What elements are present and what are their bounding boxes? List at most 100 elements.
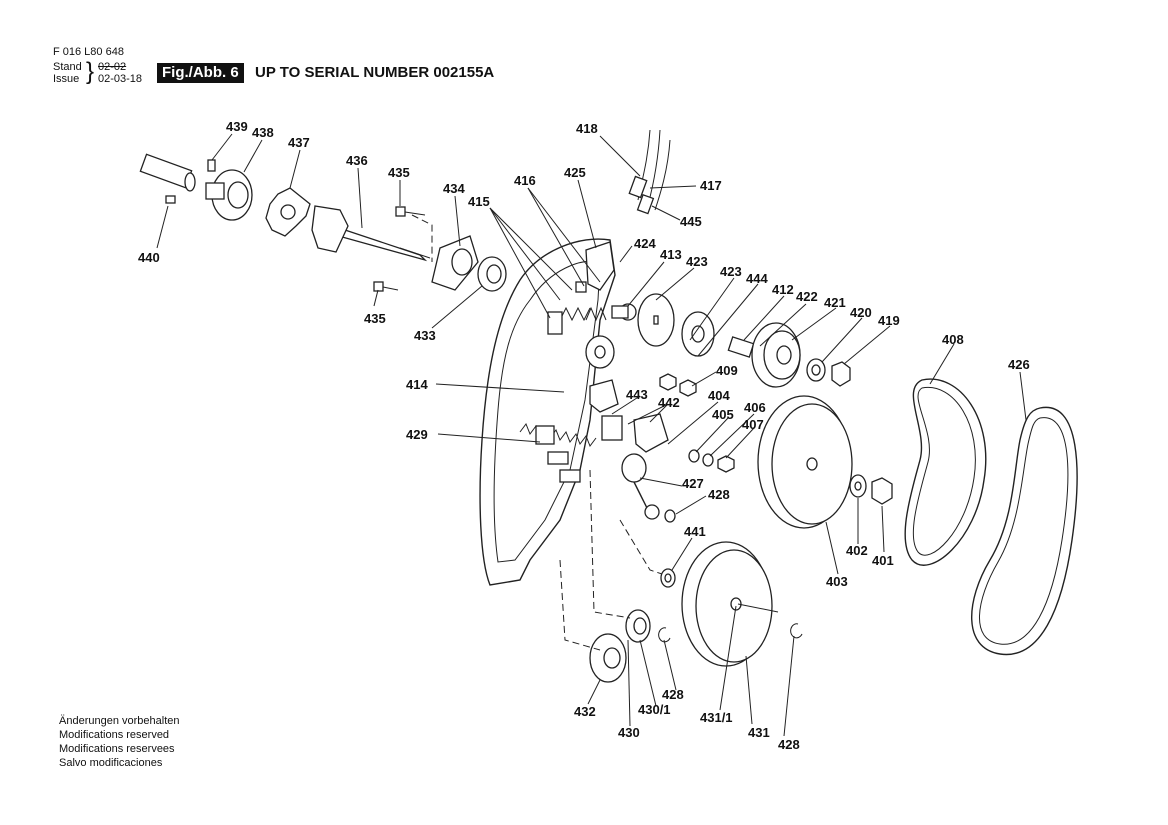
footer-line-fr: Modifications reservees xyxy=(59,743,175,755)
page-title: UP TO SERIAL NUMBER 002155A xyxy=(255,64,495,81)
label-437: 437 xyxy=(288,135,310,150)
part-413-idler xyxy=(585,335,615,369)
part-408-belt xyxy=(904,378,987,566)
housing-plate xyxy=(479,238,616,586)
label-429: 429 xyxy=(406,427,428,442)
label-430: 430 xyxy=(618,725,640,740)
label-435-top: 435 xyxy=(388,165,410,180)
label-423-b: 423 xyxy=(720,264,742,279)
label-427: 427 xyxy=(682,476,704,491)
label-402: 402 xyxy=(846,543,868,558)
revision-dates: 02-02 02-03-18 xyxy=(98,61,142,85)
label-406: 406 xyxy=(744,400,766,415)
label-414: 414 xyxy=(406,377,428,392)
label-407: 407 xyxy=(742,417,764,432)
issue-label: Issue xyxy=(53,73,80,85)
label-431-1: 431/1 xyxy=(700,710,733,725)
label-434: 434 xyxy=(443,181,465,196)
part-430-1-gear xyxy=(625,609,651,643)
part-426-belt xyxy=(971,406,1078,656)
part-423-disc-a xyxy=(637,293,675,347)
part-420-washer xyxy=(806,358,826,382)
footer-line-es: Salvo modificaciones xyxy=(59,757,163,769)
label-428-lower: 428 xyxy=(778,737,800,752)
footer-line-en: Modifications reserved xyxy=(59,729,170,741)
part-431-pulley xyxy=(681,541,773,667)
brace-glyph: } xyxy=(86,58,95,85)
label-443: 443 xyxy=(626,387,648,402)
label-412: 412 xyxy=(772,282,794,297)
washers-404-407 xyxy=(688,449,735,473)
stand-label: Stand xyxy=(53,61,82,73)
part-442-bracket xyxy=(633,413,669,453)
part-421-pulley xyxy=(751,322,801,388)
leader-lines xyxy=(156,133,1027,737)
part-428-clips-lower xyxy=(658,623,803,643)
part-441-washer xyxy=(660,568,676,588)
part-434-bearing-flange xyxy=(431,235,479,291)
part-427-arm xyxy=(621,453,660,520)
part-419-nut xyxy=(831,361,851,387)
footer-line-de: Änderungen vorbehalten xyxy=(59,715,180,727)
label-438: 438 xyxy=(252,125,274,140)
part-403-pulley xyxy=(757,395,853,529)
label-442: 442 xyxy=(658,395,680,410)
part-409-nuts xyxy=(659,373,697,397)
label-439: 439 xyxy=(226,119,248,134)
label-416: 416 xyxy=(514,173,536,188)
part-443-lever xyxy=(589,379,623,441)
part-438-hub xyxy=(205,169,253,221)
part-414-spring xyxy=(519,422,597,448)
stand-issue-labels: Stand Issue xyxy=(53,61,82,85)
document-number: F 016 L80 648 xyxy=(53,46,124,58)
label-413: 413 xyxy=(660,247,682,262)
label-436: 436 xyxy=(346,153,368,168)
part-437-star-wheel xyxy=(265,187,311,237)
label-431: 431 xyxy=(748,725,770,740)
label-433: 433 xyxy=(414,328,436,343)
label-403: 403 xyxy=(826,574,848,589)
label-419: 419 xyxy=(878,313,900,328)
part-402-washer xyxy=(849,474,867,498)
label-425: 425 xyxy=(564,165,586,180)
label-423-a: 423 xyxy=(686,254,708,269)
label-409: 409 xyxy=(716,363,738,378)
part-433-bearing xyxy=(477,256,507,292)
part-424-roller xyxy=(611,303,637,321)
label-420: 420 xyxy=(850,305,872,320)
part-401-nut xyxy=(871,477,893,505)
dashed-path-432 xyxy=(559,559,601,651)
label-441: 441 xyxy=(684,524,706,539)
part-439-end xyxy=(184,172,196,192)
part-428-clip-upper xyxy=(664,509,676,523)
label-408: 408 xyxy=(942,332,964,347)
part-labels: 439 438 437 436 435 434 415 416 425 418 … xyxy=(138,119,1030,752)
label-401: 401 xyxy=(872,553,894,568)
part-439-sleeve xyxy=(139,153,193,189)
label-440: 440 xyxy=(138,250,160,265)
label-417: 417 xyxy=(700,178,722,193)
part-429-lever xyxy=(535,425,581,483)
label-428-upper: 428 xyxy=(708,487,730,502)
label-426: 426 xyxy=(1008,357,1030,372)
label-428-mid: 428 xyxy=(662,687,684,702)
label-422: 422 xyxy=(796,289,818,304)
dashed-path-441 xyxy=(619,519,663,575)
issue-date: 02-03-18 xyxy=(98,73,143,85)
part-425-bracket xyxy=(585,241,615,291)
label-418: 418 xyxy=(576,121,598,136)
figure-tag: Fig./Abb. 6 xyxy=(157,63,244,83)
stand-date: 02-02 xyxy=(98,61,127,73)
label-444: 444 xyxy=(746,271,768,286)
label-430-1: 430/1 xyxy=(638,702,671,717)
part-412-spacer xyxy=(727,336,755,358)
label-415: 415 xyxy=(468,194,490,209)
part-423-disc-b xyxy=(681,311,715,357)
label-435-bottom: 435 xyxy=(364,311,386,326)
label-445: 445 xyxy=(680,214,702,229)
part-418-cable xyxy=(628,129,671,215)
shaft-439-group xyxy=(139,153,216,204)
label-404: 404 xyxy=(708,388,730,403)
part-436-auger-shaft xyxy=(311,205,431,262)
